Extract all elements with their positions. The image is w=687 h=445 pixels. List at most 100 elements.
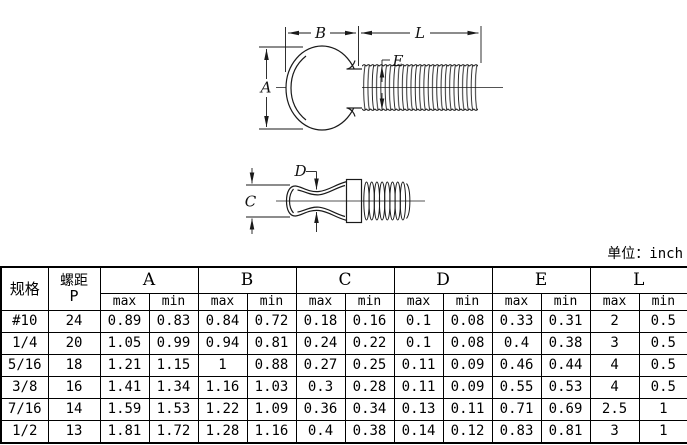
thread-end-cap	[406, 183, 411, 219]
value-cell: 0.38	[540, 331, 591, 355]
grip-inner-top	[297, 184, 346, 196]
value-cell: 1.72	[148, 419, 199, 443]
min-header: min	[442, 292, 493, 311]
dim-header-A: A	[99, 266, 199, 294]
dim-header-L: L	[589, 266, 687, 294]
value-cell: 1.53	[148, 397, 199, 421]
pitch-header-line1: 螺距	[60, 272, 88, 289]
value-cell: 0.09	[442, 353, 493, 377]
max-header: max	[393, 292, 444, 311]
value-cell: 1.81	[99, 419, 150, 443]
value-cell: 0.1	[393, 309, 444, 333]
value-cell: 4	[589, 353, 640, 377]
value-cell: 0.5	[638, 309, 687, 333]
pitch-cell: 18	[47, 353, 101, 377]
value-cell: 0.88	[246, 353, 297, 377]
value-cell: 0.94	[197, 331, 248, 355]
pitch-header-line2: P	[69, 287, 79, 306]
value-cell: 0.11	[393, 353, 444, 377]
collar	[345, 178, 363, 224]
value-cell: 0.36	[295, 397, 346, 421]
threaded-shaft	[362, 64, 478, 111]
value-cell: 1.22	[197, 397, 248, 421]
pitch-cell: 20	[47, 331, 101, 355]
dimension-L	[361, 26, 482, 63]
header-row-dims: 规格 螺距 P A B C D E L	[0, 266, 687, 311]
value-cell: 0.5	[638, 375, 687, 399]
value-cell: 0.09	[442, 375, 493, 399]
spec-header: 规格	[0, 266, 49, 311]
spec-cell: 5/16	[0, 353, 49, 377]
value-cell: 1.15	[148, 353, 199, 377]
header-row-maxmin: max min max min max min max min max min …	[1, 292, 687, 311]
value-cell: 0.81	[246, 331, 297, 355]
value-cell: 0.81	[540, 419, 591, 443]
value-cell: 0.22	[344, 331, 395, 355]
value-cell: 0.53	[540, 375, 591, 399]
min-header: min	[246, 292, 297, 311]
value-cell: 1.34	[148, 375, 199, 399]
max-header: max	[589, 292, 640, 311]
value-cell: 0.16	[344, 309, 395, 333]
dim-header-E: E	[491, 266, 591, 294]
dim-header-C: C	[295, 266, 395, 294]
max-header: max	[491, 292, 542, 311]
dim-label-C: C	[245, 193, 257, 211]
head-neck-hook-top	[347, 60, 356, 70]
value-cell: 0.71	[491, 397, 542, 421]
grip-inner-bottom	[297, 206, 346, 218]
max-header: max	[295, 292, 346, 311]
min-header: min	[638, 292, 687, 311]
value-cell: 0.11	[442, 397, 493, 421]
dimension-table: 规格 螺距 P A B C D E L max min max min max …	[0, 266, 687, 444]
value-cell: 0.4	[295, 419, 346, 443]
value-cell: 0.44	[540, 353, 591, 377]
value-cell: 3	[589, 419, 640, 443]
value-cell: 1	[197, 353, 248, 377]
value-cell: 0.28	[344, 375, 395, 399]
thumb-screw-drawing: B L A	[245, 24, 503, 234]
dimension-A	[259, 46, 303, 130]
min-header: min	[148, 292, 199, 311]
value-cell: 3	[589, 331, 640, 355]
pitch-cell: 24	[47, 309, 101, 333]
dim-label-E: E	[392, 52, 404, 70]
value-cell: 0.11	[393, 375, 444, 399]
pitch-cell: 16	[47, 375, 101, 399]
spec-cell: 7/16	[0, 397, 49, 421]
value-cell: 0.13	[393, 397, 444, 421]
value-cell: 0.08	[442, 331, 493, 355]
top-view-drawing: C D	[245, 162, 425, 234]
dim-label-L: L	[414, 24, 425, 42]
pitch-header: 螺距 P	[47, 266, 101, 311]
value-cell: 0.83	[148, 309, 199, 333]
dimension-D	[306, 171, 319, 232]
value-cell: 0.3	[295, 375, 346, 399]
value-cell: 0.12	[442, 419, 493, 443]
value-cell: 1.16	[197, 375, 248, 399]
spec-cell: #10	[0, 309, 49, 333]
value-cell: 1	[638, 419, 687, 443]
value-cell: 0.84	[197, 309, 248, 333]
value-cell: 1.41	[99, 375, 150, 399]
value-cell: 0.38	[344, 419, 395, 443]
value-cell: 4	[589, 375, 640, 399]
grip-inner-cap	[288, 188, 294, 214]
value-cell: 0.4	[491, 331, 542, 355]
value-cell: 1.16	[246, 419, 297, 443]
value-cell: 0.14	[393, 419, 444, 443]
spec-cell: 1/2	[0, 419, 49, 443]
dim-label-D: D	[293, 162, 306, 180]
pitch-cell: 13	[47, 419, 101, 443]
dimension-C	[246, 168, 290, 234]
spec-cell: 1/4	[0, 331, 49, 355]
thread-coils	[363, 181, 411, 221]
value-cell: 1.03	[246, 375, 297, 399]
side-view-drawing: B L A	[259, 24, 503, 131]
min-header: min	[344, 292, 395, 311]
min-header: min	[540, 292, 591, 311]
